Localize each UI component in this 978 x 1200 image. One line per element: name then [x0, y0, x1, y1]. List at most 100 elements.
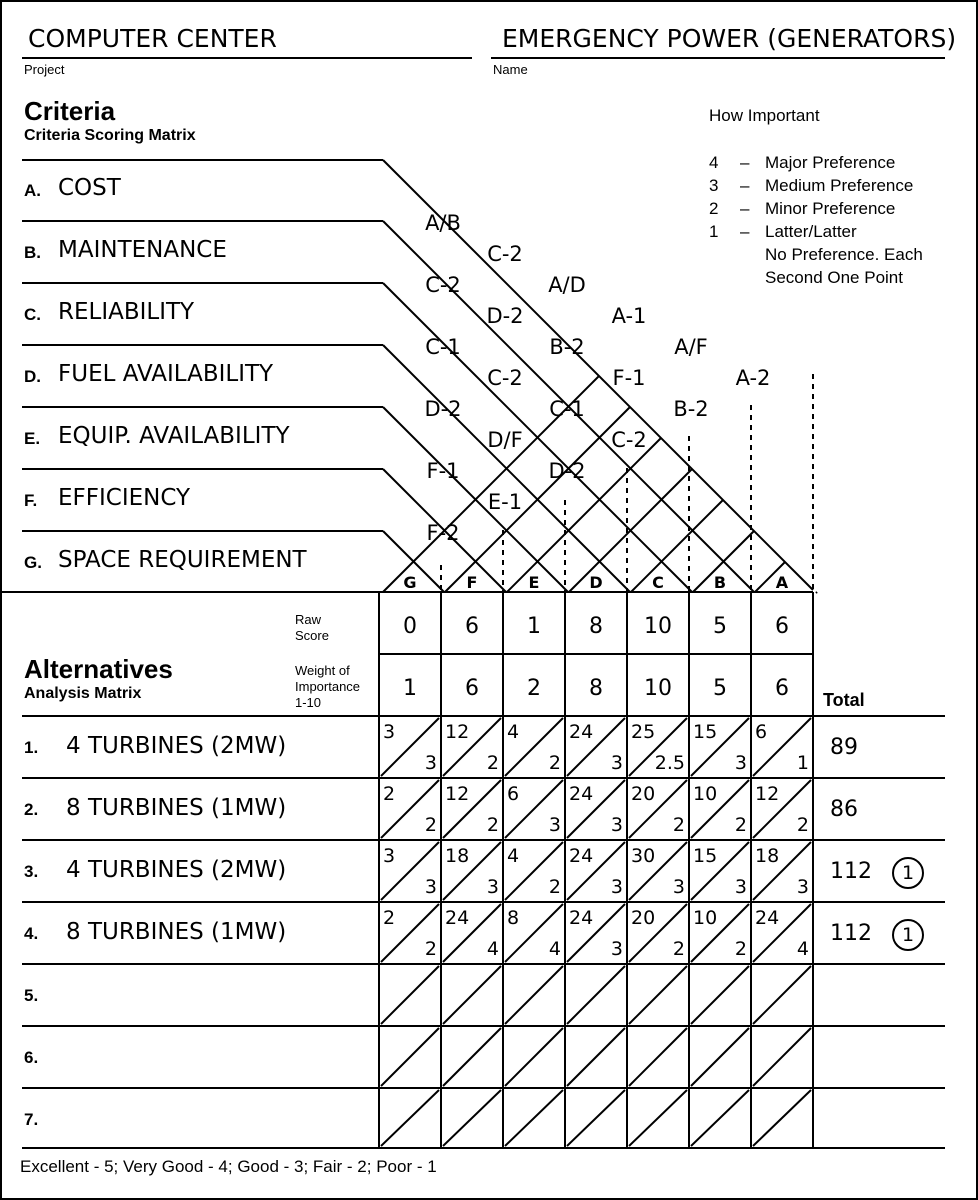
- weighted-score: 24: [569, 845, 593, 867]
- rating-score: 3: [735, 752, 747, 774]
- cell-diagonal: [752, 965, 812, 1025]
- rank-badge: 1: [892, 857, 924, 889]
- criteria-name: MAINTENANCE: [58, 237, 227, 263]
- importance-num: 1: [709, 222, 719, 241]
- raw-score-value: 10: [644, 614, 672, 639]
- pairwise-score: C-1: [549, 397, 585, 421]
- rating-score: 3: [611, 814, 623, 836]
- importance-text: Medium Preference: [765, 176, 914, 195]
- cell-diagonal: [566, 965, 626, 1025]
- pairwise-score: C-2: [487, 242, 523, 266]
- pairwise-score: D/F: [487, 428, 522, 452]
- cell-diagonal: [380, 1027, 440, 1087]
- cell-diagonal: [504, 717, 564, 777]
- cell-diagonal: [504, 1089, 564, 1147]
- weight-label: Weight of: [295, 663, 350, 678]
- weighted-score: 4: [507, 721, 519, 743]
- project-label: Project: [24, 62, 65, 77]
- cell-diagonal: [752, 841, 812, 901]
- weighted-score: 6: [755, 721, 767, 743]
- pairwise-score: F-1: [426, 459, 459, 483]
- alternative-name: 4 TURBINES (2MW): [66, 857, 287, 883]
- weight-value: 6: [775, 676, 789, 701]
- weighted-score: 18: [755, 845, 779, 867]
- weighted-score: 10: [693, 907, 717, 929]
- weight-value: 2: [527, 676, 541, 701]
- weighted-score: 2: [383, 783, 395, 805]
- rank-badge: 1: [892, 919, 924, 951]
- cell-diagonal: [628, 717, 688, 777]
- criteria-name: SPACE REQUIREMENT: [58, 547, 307, 573]
- pairwise-score: A/D: [548, 273, 586, 297]
- cell-diagonal: [380, 717, 440, 777]
- rating-score: 3: [673, 876, 685, 898]
- weighted-score: 2: [383, 907, 395, 929]
- diamond-line: [754, 561, 786, 593]
- project-value: COMPUTER CENTER: [28, 24, 277, 53]
- cell-diagonal: [442, 1089, 502, 1147]
- rating-score: 3: [797, 876, 809, 898]
- weighted-score: 4: [507, 845, 519, 867]
- rating-score: 2: [425, 814, 437, 836]
- cell-diagonal: [752, 779, 812, 839]
- importance-note: No Preference. Each: [765, 245, 923, 264]
- rating-score: 2: [797, 814, 809, 836]
- raw-score-value: 1: [527, 614, 541, 639]
- cell-diagonal: [566, 1027, 626, 1087]
- pairwise-score: C-2: [611, 428, 647, 452]
- raw-score-value: 6: [465, 614, 479, 639]
- rating-score: 2: [735, 938, 747, 960]
- criteria-subtitle: Criteria Scoring Matrix: [24, 127, 196, 144]
- weighted-score: 12: [445, 721, 469, 743]
- cell-diagonal: [566, 779, 626, 839]
- cell-diagonal: [442, 841, 502, 901]
- cell-diagonal: [752, 717, 812, 777]
- rating-score: 2.5: [655, 752, 685, 774]
- pairwise-score: A/F: [674, 335, 708, 359]
- cell-diagonal: [628, 841, 688, 901]
- importance-dash: –: [740, 176, 750, 195]
- weight-label: 1-10: [295, 695, 322, 710]
- rating-score: 3: [611, 876, 623, 898]
- cell-diagonal: [504, 841, 564, 901]
- criteria-name: RELIABILITY: [58, 299, 195, 325]
- raw-score-label: Raw: [295, 612, 322, 627]
- pairwise-score: A-1: [612, 304, 647, 328]
- cell-diagonal: [442, 779, 502, 839]
- diamond-line: [630, 499, 724, 593]
- name-label: Name: [493, 62, 528, 77]
- weighted-score: 24: [569, 907, 593, 929]
- cell-diagonal: [504, 779, 564, 839]
- weighted-score: 3: [383, 721, 395, 743]
- importance-note: Second One Point: [765, 268, 903, 287]
- rating-score: 2: [673, 938, 685, 960]
- weight-value: 5: [713, 676, 727, 701]
- name-value: EMERGENCY POWER (GENERATORS): [502, 24, 957, 53]
- weight-value: 8: [589, 676, 603, 701]
- weighted-score: 15: [693, 721, 717, 743]
- pairwise-score: A-2: [736, 366, 771, 390]
- rating-score: 2: [487, 752, 499, 774]
- alternative-total: 112: [830, 859, 872, 884]
- cell-diagonal: [752, 903, 812, 963]
- rating-score: 2: [425, 938, 437, 960]
- cell-diagonal: [442, 903, 502, 963]
- importance-text: Latter/Latter: [765, 222, 857, 241]
- raw-score-label: Score: [295, 628, 329, 643]
- raw-score-value: 6: [775, 614, 789, 639]
- rating-score: 3: [425, 876, 437, 898]
- alternative-name: 8 TURBINES (1MW): [66, 795, 287, 821]
- alternative-num: 6.: [24, 1048, 39, 1067]
- rating-score: 2: [549, 752, 561, 774]
- weighted-score: 3: [383, 845, 395, 867]
- weight-value: 1: [403, 676, 417, 701]
- weighted-score: 24: [569, 783, 593, 805]
- criteria-name: EQUIP. AVAILABILITY: [58, 423, 290, 449]
- criteria-letter: C.: [24, 305, 41, 324]
- rating-score: 3: [611, 938, 623, 960]
- cell-diagonal: [442, 965, 502, 1025]
- alternatives-subtitle: Analysis Matrix: [24, 685, 142, 702]
- importance-num: 4: [709, 153, 719, 172]
- weighted-score: 24: [569, 721, 593, 743]
- pairwise-score: E-1: [488, 490, 522, 514]
